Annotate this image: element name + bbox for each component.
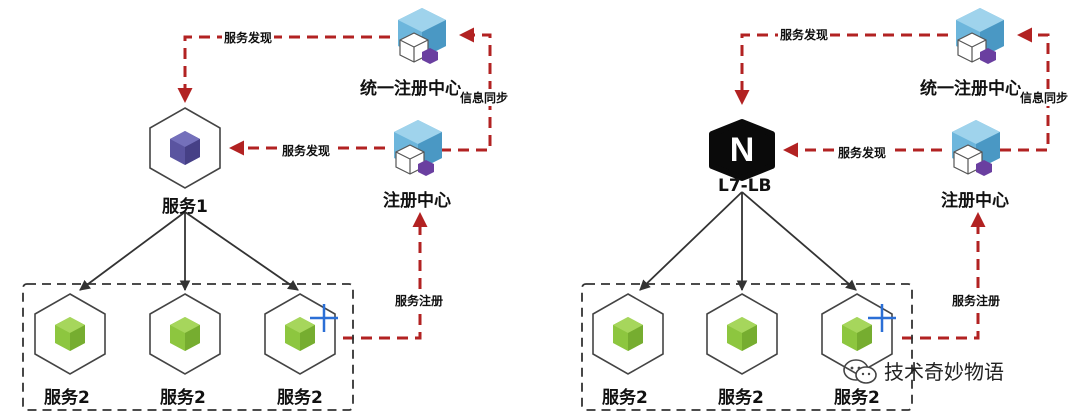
right-edge-sync — [1000, 27, 1050, 152]
left-service2-icon — [149, 293, 221, 375]
left-unified-registry-label: 统一注册中心 — [360, 79, 462, 99]
right-edge-sync-label: 信息同步 — [1018, 89, 1071, 106]
watermark-text: 技术奇妙物语 — [884, 360, 1004, 384]
right-arrow-to-service2-c — [741, 191, 857, 291]
left-edge-discovery-top — [177, 35, 390, 103]
right-edge-register-label: 服务注册 — [950, 292, 1003, 309]
right-diagram: N — [581, 7, 1050, 411]
right-registry-icon — [951, 119, 1001, 177]
right-arrow-to-service2-a — [639, 191, 743, 291]
left-edge-register-label: 服务注册 — [393, 292, 446, 309]
left-edge-register — [343, 212, 428, 340]
right-lb-icon: N — [709, 119, 775, 181]
left-edge-discovery-top-label: 服务发现 — [222, 29, 275, 46]
right-service2-label-c: 服务2 — [834, 388, 880, 408]
left-service2-icon — [34, 293, 106, 375]
left-service1-label: 服务1 — [162, 197, 208, 217]
left-registry-label: 注册中心 — [383, 191, 451, 211]
left-edge-sync-label: 信息同步 — [458, 89, 511, 106]
right-lb-label: L7-LB — [718, 176, 772, 196]
left-service2-label-a: 服务2 — [44, 388, 90, 408]
left-registry-icon — [393, 119, 443, 177]
left-service2-label-c: 服务2 — [277, 388, 323, 408]
left-arrow-to-service2-a — [79, 211, 186, 291]
left-arrow-to-service2-c — [184, 211, 299, 291]
right-edge-discovery-mid-label: 服务发现 — [836, 144, 889, 161]
right-unified-registry-icon — [955, 7, 1005, 65]
wechat-icon — [843, 359, 877, 384]
right-service2-icon — [592, 293, 664, 375]
right-edge-discovery-top — [734, 33, 948, 105]
lb-n-glyph: N — [730, 131, 755, 169]
left-plus-icon — [310, 304, 338, 332]
right-unified-registry-label: 统一注册中心 — [920, 79, 1022, 99]
left-edge-discovery-mid-label: 服务发现 — [280, 142, 333, 159]
right-service2-label-b: 服务2 — [718, 388, 764, 408]
right-service2-label-a: 服务2 — [602, 388, 648, 408]
left-service1-icon — [149, 107, 221, 189]
left-edge-sync — [440, 27, 492, 152]
right-service2-icon — [706, 293, 778, 375]
left-service2-label-b: 服务2 — [160, 388, 206, 408]
left-unified-registry-icon — [397, 7, 447, 65]
right-edge-register — [902, 212, 986, 340]
right-plus-icon — [868, 304, 896, 332]
right-edge-discovery-top-label: 服务发现 — [778, 26, 831, 43]
right-registry-label: 注册中心 — [941, 191, 1009, 211]
